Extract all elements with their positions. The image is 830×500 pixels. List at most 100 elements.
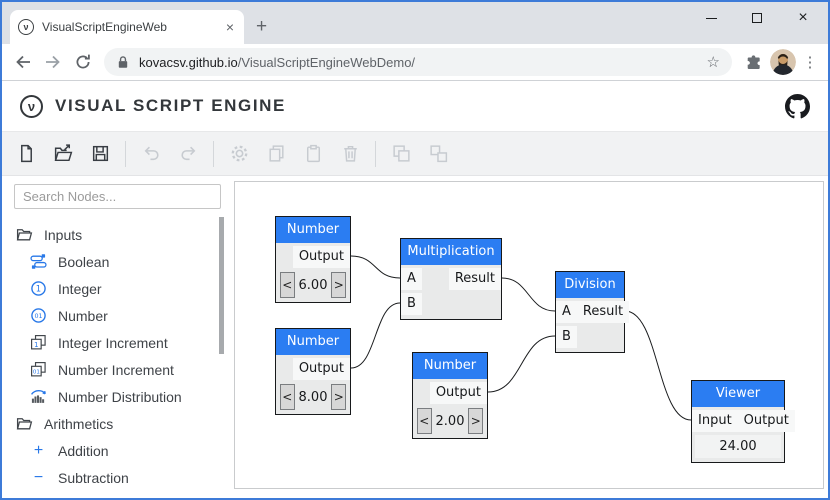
save-file-button[interactable] (88, 142, 112, 166)
tree-item-label: Addition (58, 442, 109, 459)
decrement-button[interactable]: < (280, 384, 295, 410)
tree-item-subtraction[interactable]: − Subtraction (2, 464, 234, 491)
tree-item-integer[interactable]: 1 Integer (2, 275, 234, 302)
output-slot[interactable]: Result (448, 268, 501, 290)
tree-item-addition[interactable]: + Addition (2, 437, 234, 464)
back-button[interactable] (10, 49, 36, 75)
node-value[interactable]: 8.00 (298, 389, 328, 405)
forward-arrow-icon (46, 55, 60, 69)
tree-item-boolean[interactable]: Boolean (2, 248, 234, 275)
tree-group-inputs[interactable]: Inputs (2, 221, 234, 248)
node-header[interactable]: Number (276, 217, 350, 243)
new-tab-button[interactable]: + (256, 16, 268, 37)
increment-button[interactable]: > (331, 384, 346, 410)
node-header[interactable]: Number (413, 353, 487, 379)
svg-text:01: 01 (33, 369, 40, 375)
group-button[interactable] (389, 142, 413, 166)
input-slot-a[interactable]: A (401, 268, 422, 290)
redo-button[interactable] (176, 142, 200, 166)
output-slot[interactable]: Output (737, 410, 795, 432)
page-content: Inputs Boolean 1 Integer 01 (2, 176, 828, 498)
svg-text:01: 01 (34, 312, 42, 320)
number-distribution-icon (30, 388, 47, 405)
wire-multiplication-to-division-a (501, 277, 556, 312)
extensions-button[interactable] (740, 49, 766, 75)
open-file-button[interactable] (51, 142, 75, 166)
tree-group-label: Arithmetics (44, 415, 114, 432)
tree-item-label: Number (58, 307, 108, 324)
tree-item-label: Subtraction (58, 469, 129, 486)
toolbar-separator (125, 140, 126, 167)
tree-item-number-distribution[interactable]: Number Distribution (2, 383, 234, 410)
url-text[interactable]: kovacsv.github.io/VisualScriptEngineWebD… (139, 55, 415, 70)
forward-button[interactable] (40, 49, 66, 75)
undo-button[interactable] (139, 142, 163, 166)
avatar-icon (770, 49, 796, 75)
output-slot[interactable]: Output (429, 382, 487, 404)
node-header[interactable]: Number (276, 329, 350, 355)
save-file-icon (92, 145, 108, 162)
tree-item-label: Integer (58, 280, 102, 297)
node-multiplication[interactable]: Multiplication A Result B (400, 238, 502, 320)
tab-title: VisualScriptEngineWeb (42, 20, 167, 34)
node-number-1[interactable]: Number Output < 6.00 > (275, 216, 351, 303)
output-slot[interactable]: Output (292, 358, 350, 380)
tree-item-number[interactable]: 01 Number (2, 302, 234, 329)
subtraction-minus-icon: − (33, 468, 44, 486)
site-favicon-icon: ν (18, 19, 34, 35)
node-header[interactable]: Viewer (692, 381, 784, 407)
tab-close-icon[interactable]: × (225, 19, 234, 35)
tree-group-arithmetics[interactable]: Arithmetics (2, 410, 234, 437)
close-icon: × (798, 9, 808, 26)
redo-icon (180, 146, 195, 161)
profile-avatar[interactable] (770, 49, 796, 75)
decrement-button[interactable]: < (280, 272, 295, 298)
tree-item-label: Number Increment (58, 361, 174, 378)
node-value[interactable]: 2.00 (435, 413, 465, 429)
ungroup-button[interactable] (426, 142, 450, 166)
sidebar-scrollbar[interactable] (219, 217, 224, 354)
output-slot[interactable]: Result (576, 301, 630, 323)
browser-tab[interactable]: ν VisualScriptEngineWeb × (10, 10, 244, 44)
delete-button[interactable] (338, 142, 362, 166)
input-slot[interactable]: Input (692, 410, 738, 432)
node-header[interactable]: Division (556, 272, 624, 298)
window-minimize-button[interactable] (688, 2, 734, 34)
increment-button[interactable]: > (331, 272, 346, 298)
tree-item-integer-increment[interactable]: 1 Integer Increment (2, 329, 234, 356)
node-value[interactable]: 6.00 (298, 277, 328, 293)
decrement-button[interactable]: < (417, 408, 432, 434)
search-nodes-input[interactable] (14, 184, 221, 209)
input-slot-b[interactable]: B (401, 293, 422, 315)
reload-button[interactable] (70, 49, 96, 75)
github-icon (785, 93, 810, 118)
node-number-3[interactable]: Number Output < 2.00 > (412, 352, 488, 439)
extensions-puzzle-icon (747, 54, 760, 69)
node-viewer[interactable]: Viewer Input Output 24.00 (691, 380, 795, 463)
copy-button[interactable] (264, 142, 288, 166)
node-division[interactable]: Division A Result B (555, 271, 630, 353)
input-slot-b[interactable]: B (556, 326, 577, 348)
window-maximize-button[interactable] (734, 2, 780, 34)
browser-menu-button[interactable]: ⋮ (802, 54, 818, 71)
output-slot[interactable]: Output (292, 246, 350, 268)
tree-item-label: Number Distribution (58, 388, 182, 405)
node-header[interactable]: Multiplication (401, 239, 501, 265)
number-icon: 01 (30, 307, 47, 324)
address-bar[interactable]: kovacsv.github.io/VisualScriptEngineWebD… (104, 48, 732, 76)
script-canvas[interactable]: Number Output < 6.00 > Multiplication A … (234, 181, 824, 489)
url-path: /VisualScriptEngineWebDemo/ (237, 54, 416, 70)
increment-button[interactable]: > (468, 408, 483, 434)
boolean-toggle-icon (30, 253, 47, 270)
github-link[interactable] (785, 93, 810, 119)
settings-button[interactable] (227, 142, 251, 166)
new-file-button[interactable] (14, 142, 38, 166)
connection-wires (350, 255, 692, 421)
window-close-button[interactable]: × (780, 2, 826, 34)
bookmark-star-icon[interactable]: ☆ (706, 53, 720, 71)
input-slot-a[interactable]: A (556, 301, 577, 323)
tree-item-number-increment[interactable]: 01 Number Increment (2, 356, 234, 383)
node-number-2[interactable]: Number Output < 8.00 > (275, 328, 351, 415)
url-host: kovacsv.github.io (139, 54, 238, 70)
paste-button[interactable] (301, 142, 325, 166)
